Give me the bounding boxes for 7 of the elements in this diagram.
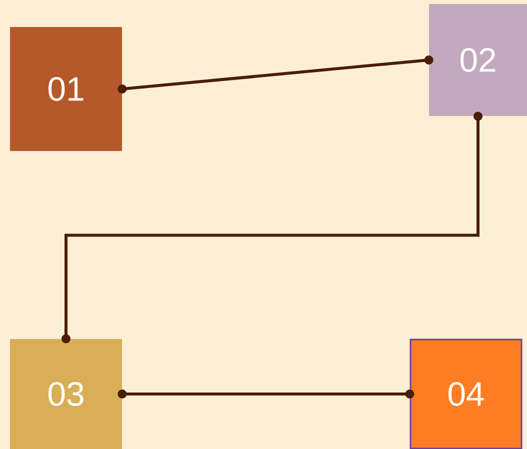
- number-box: 03: [10, 339, 122, 449]
- connector: [118, 390, 414, 398]
- connector: [62, 112, 482, 344]
- number-box: 04: [410, 338, 522, 449]
- number-box: 02: [429, 4, 527, 116]
- number-box: 01: [10, 27, 122, 151]
- connector: [118, 56, 434, 94]
